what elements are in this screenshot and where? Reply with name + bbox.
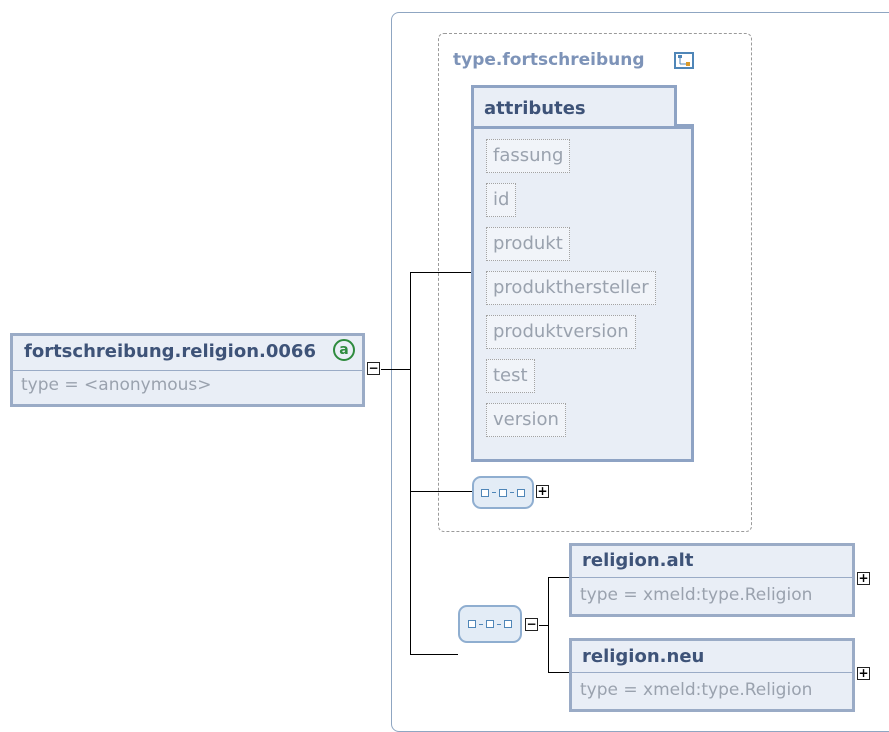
type-group — [438, 33, 752, 532]
attributes-header-separator — [473, 126, 692, 129]
connector-line — [381, 369, 411, 370]
expand-sequence-button[interactable]: + — [536, 484, 549, 498]
sequence-compositor[interactable] — [458, 605, 522, 643]
sequence-node-icon — [517, 488, 525, 497]
element-type: type = xmeld:type.Religion — [580, 680, 813, 700]
connector-line — [548, 577, 549, 673]
connector-line — [410, 272, 472, 273]
attribute-item[interactable]: version — [486, 403, 566, 437]
element-type: type = xmeld:type.Religion — [580, 585, 813, 605]
sequence-node-icon — [468, 620, 476, 628]
root-element-type: type = <anonymous> — [21, 375, 212, 395]
collapse-sequence-button[interactable]: − — [525, 617, 538, 631]
expand-element-button[interactable]: + — [857, 571, 870, 585]
root-element-name: fortschreibung.religion.0066 — [24, 341, 316, 362]
type-title: type.fortschreibung — [453, 50, 645, 70]
connector-line — [548, 672, 570, 673]
attribute-item[interactable]: produkthersteller — [486, 271, 656, 305]
sequence-node-icon — [481, 488, 489, 497]
attribute-item[interactable]: test — [486, 359, 535, 393]
connector-line — [548, 577, 570, 578]
sequence-node-icon — [504, 620, 512, 628]
element-name: religion.alt — [582, 550, 694, 571]
element-separator — [572, 577, 852, 578]
element-separator — [572, 672, 852, 673]
root-element-separator — [13, 370, 362, 371]
connector-line — [410, 491, 472, 492]
attributes-title: attributes — [484, 98, 586, 119]
element-box-religion-neu[interactable] — [569, 638, 855, 712]
attributes-tab — [674, 85, 694, 127]
attribute-badge-icon: a — [333, 339, 355, 361]
connector-line — [410, 272, 411, 655]
element-name: religion.neu — [582, 646, 705, 667]
sequence-compositor[interactable] — [472, 476, 534, 509]
sequence-node-icon — [486, 620, 494, 628]
complex-type-icon — [674, 52, 694, 69]
connector-line — [410, 654, 458, 655]
element-box-religion-alt[interactable] — [569, 543, 855, 617]
attribute-item[interactable]: id — [486, 183, 517, 217]
connector-line — [539, 625, 549, 626]
attribute-item[interactable]: produktversion — [486, 315, 636, 349]
attribute-item[interactable]: produkt — [486, 227, 570, 261]
attribute-item[interactable]: fassung — [486, 139, 571, 173]
collapse-root-button[interactable]: − — [367, 361, 380, 375]
sequence-node-icon — [499, 488, 507, 497]
expand-element-button[interactable]: + — [857, 666, 870, 680]
